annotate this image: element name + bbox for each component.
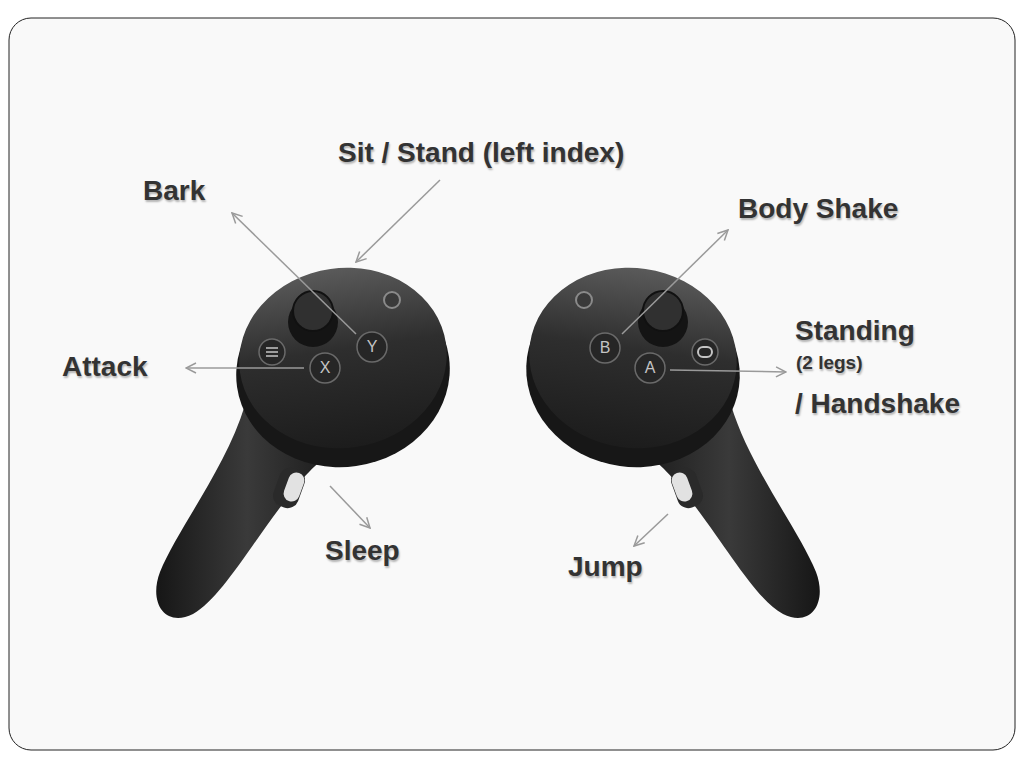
menu-button — [259, 339, 285, 365]
thumbstick — [643, 291, 683, 331]
action-label: Attack — [62, 353, 148, 381]
leader-line — [622, 230, 728, 334]
leader-lines — [186, 180, 786, 546]
face-button — [310, 353, 340, 383]
button-letter: A — [645, 360, 656, 376]
button-letter: B — [600, 340, 611, 356]
system-icon — [698, 347, 712, 357]
face-button — [635, 353, 665, 383]
button-letter: X — [320, 360, 331, 376]
thumbstick — [293, 291, 333, 331]
grip-highlight — [281, 470, 306, 504]
left-controller-body — [156, 254, 462, 618]
action-label: Jump — [568, 553, 643, 581]
button-letter: Y — [367, 339, 378, 355]
system-button — [692, 339, 718, 365]
action-note: (2 legs) — [796, 353, 863, 372]
grip-button — [270, 465, 308, 511]
sensor-button — [576, 292, 592, 308]
leader-line — [186, 367, 304, 369]
leader-line — [634, 514, 668, 546]
face-button — [590, 333, 620, 363]
action-label: Sleep — [325, 537, 400, 565]
leader-line — [232, 213, 356, 334]
frame — [9, 18, 1015, 750]
right-controller-body — [514, 254, 820, 618]
face-button — [357, 332, 387, 362]
controller-face — [227, 254, 458, 461]
leader-line — [356, 180, 440, 262]
action-label: Standing — [795, 317, 915, 345]
action-label: Sit / Stand (left index) — [338, 139, 624, 167]
action-label: / Handshake — [795, 390, 960, 418]
leader-line — [330, 486, 370, 528]
sensor-button — [384, 292, 400, 308]
action-label: Bark — [143, 177, 205, 205]
action-label: Body Shake — [738, 195, 898, 223]
menu-icon — [266, 348, 278, 356]
leader-line — [670, 370, 786, 372]
